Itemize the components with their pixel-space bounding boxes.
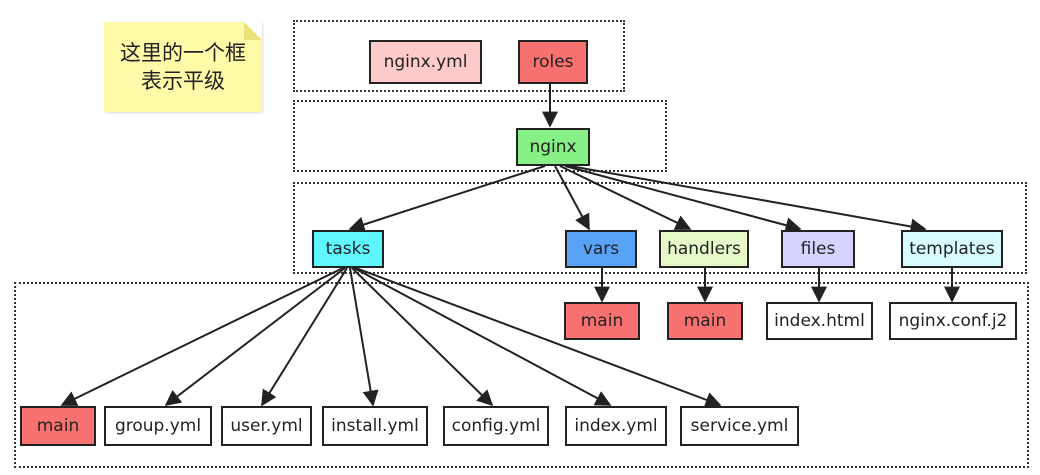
level-group-2	[293, 100, 667, 172]
node-nginx[interactable]: nginx	[516, 128, 590, 166]
level-group-3	[293, 182, 1027, 274]
node-service-yml[interactable]: service.yml	[680, 406, 799, 446]
node-nginx-conf-j2[interactable]: nginx.conf.j2	[889, 302, 1017, 340]
level-group-4	[14, 282, 1029, 468]
node-tasks[interactable]: tasks	[312, 230, 384, 268]
edge-tasks-service	[355, 267, 722, 408]
edge-tasks-index	[353, 267, 612, 406]
node-group-yml[interactable]: group.yml	[104, 406, 212, 446]
note-fold	[244, 22, 262, 40]
node-templates[interactable]: templates	[901, 230, 1003, 268]
node-handlers[interactable]: handlers	[659, 230, 749, 268]
node-install-yml[interactable]: install.yml	[322, 406, 428, 446]
node-user-yml[interactable]: user.yml	[221, 406, 312, 446]
edge-tasks-main	[60, 267, 344, 406]
node-index-yml[interactable]: index.yml	[565, 406, 667, 446]
edge-nginx-vars	[554, 165, 590, 231]
node-index-html[interactable]: index.html	[766, 302, 873, 340]
node-handlers-main[interactable]: main	[667, 302, 743, 340]
note-line-1: 这里的一个框	[120, 41, 246, 65]
edge-tasks-group	[164, 267, 346, 406]
level-group-1	[293, 20, 625, 92]
node-nginx-yml[interactable]: nginx.yml	[369, 40, 482, 84]
note-line-2: 表示平级	[141, 69, 225, 93]
node-files[interactable]: files	[781, 230, 855, 268]
edge-nginx-files	[564, 165, 802, 233]
edge-nginx-tasks	[348, 165, 546, 233]
edge-tasks-install	[349, 267, 379, 407]
node-vars-main[interactable]: main	[564, 302, 640, 340]
edge-tasks-config	[351, 267, 494, 407]
edge-tasks-user	[261, 267, 348, 407]
node-roles[interactable]: roles	[518, 40, 588, 84]
node-tasks-main[interactable]: main	[20, 406, 96, 446]
sticky-note: 这里的一个框 表示平级	[104, 22, 262, 112]
edge-nginx-templates	[569, 165, 927, 235]
node-config-yml[interactable]: config.yml	[443, 406, 549, 446]
edge-nginx-handlers	[559, 165, 692, 230]
node-vars[interactable]: vars	[565, 230, 637, 268]
